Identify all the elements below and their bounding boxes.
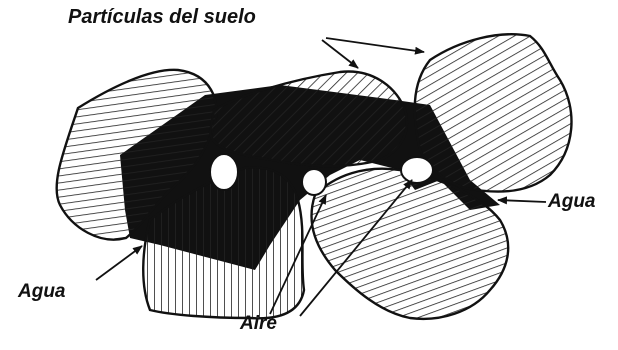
soil-particles-label: Partículas del suelo <box>68 6 256 29</box>
water-label-right: Agua <box>548 191 596 213</box>
water-label-left: Agua <box>18 281 66 303</box>
air-pocket-2 <box>302 169 326 195</box>
arrow-icon <box>498 200 546 202</box>
air-label: Aire <box>240 313 277 335</box>
air-pocket-3 <box>401 157 433 183</box>
air-pocket-1 <box>210 154 238 190</box>
arrow-icon <box>326 38 424 52</box>
soil-particle-2 <box>210 72 407 166</box>
arrow-icon <box>96 246 142 280</box>
arrow-icon <box>322 40 358 68</box>
soil-particle-3 <box>415 34 572 191</box>
